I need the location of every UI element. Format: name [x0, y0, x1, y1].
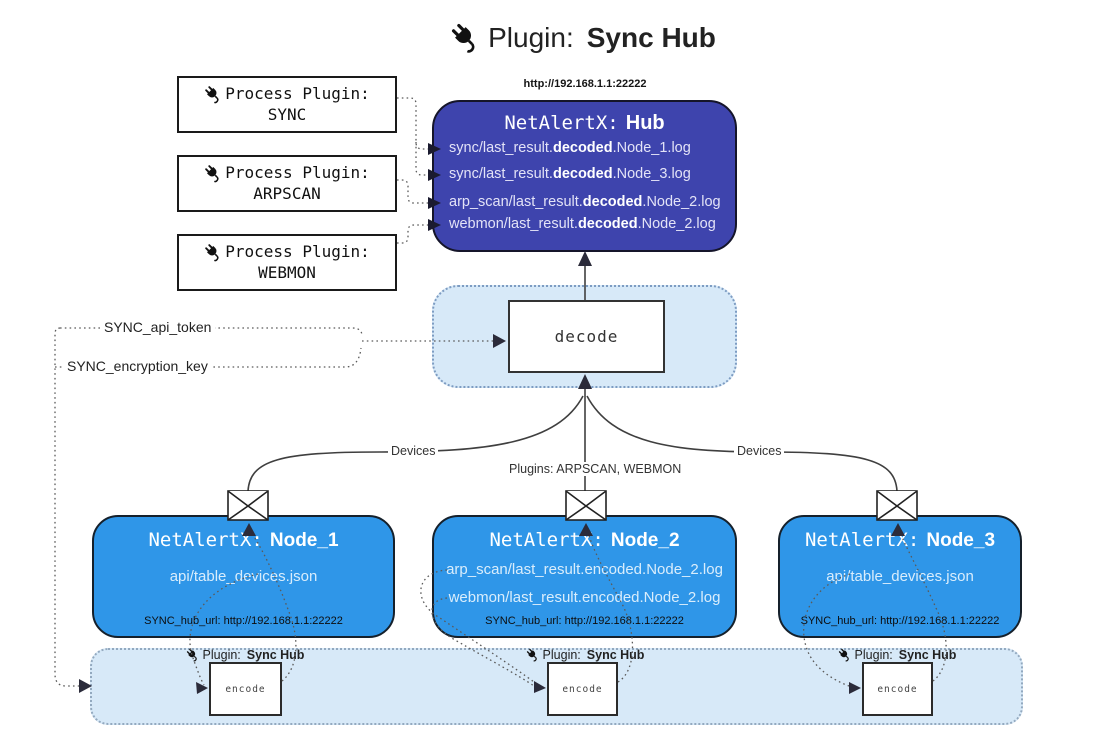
hub-title-prefix: NetAlertX:: [504, 112, 619, 134]
node-file: arp_scan/last_result.encoded.Node_2.log: [446, 561, 723, 578]
edge-arpscan-plugin-to-hub: [397, 179, 428, 204]
node-title: NetAlertX:Node_3: [804, 529, 996, 551]
node-file: api/table_devices.json: [169, 568, 318, 585]
edge-webmon-plugin-to-hub: [397, 224, 428, 244]
node-file: api/table_devices.json: [826, 568, 974, 585]
plug-icon: [204, 163, 224, 183]
band-plugin-label: Plugin:Sync Hub: [485, 648, 685, 662]
band-plugin-label: Plugin:Sync Hub: [797, 648, 997, 662]
hub-box: NetAlertX: Hub sync/last_result.decoded.N…: [432, 100, 737, 252]
hub-log-line: webmon/last_result.decoded.Node_2.log: [449, 216, 716, 232]
edge-secrets-to-band: [54, 327, 79, 687]
devices-label-right: Devices: [734, 444, 785, 458]
node-hub-url: SYNC_hub_url: http://192.168.1.1:22222: [800, 615, 1000, 627]
plug-icon: [450, 22, 482, 54]
process-plugin-box-sync: Process Plugin: SYNC: [177, 76, 397, 133]
process-plugin-name: ARPSCAN: [253, 183, 321, 203]
process-plugin-label: Process Plugin:: [225, 162, 370, 182]
node-box-node3: NetAlertX:Node_3 api/table_devices.json …: [778, 515, 1022, 638]
plug-icon: [525, 648, 540, 662]
arrowhead-into-hub: [578, 251, 592, 266]
node-title: NetAlertX:Node_2: [489, 529, 680, 551]
hub-log-line: sync/last_result.decoded.Node_3.log: [449, 166, 691, 182]
plug-icon: [204, 84, 224, 104]
hub-url: http://192.168.1.1:22222: [523, 78, 647, 90]
hub-log-line: sync/last_result.decoded.Node_1.log: [449, 140, 691, 156]
plugins-label-mid: Plugins: ARPSCAN, WEBMON: [506, 462, 685, 476]
process-plugin-label: Process Plugin:: [225, 241, 370, 261]
plug-icon: [837, 648, 852, 662]
plug-icon: [185, 648, 200, 662]
process-plugin-label: Process Plugin:: [225, 83, 370, 103]
process-plugin-name: SYNC: [267, 104, 307, 124]
node-title: NetAlertX:Node_1: [148, 529, 339, 551]
edge-sync-plugin-to-hub: [397, 97, 428, 176]
process-plugin-box-webmon: Process Plugin: WEBMON: [177, 234, 397, 291]
process-plugin-name: WEBMON: [258, 262, 316, 282]
encode-box: encode: [862, 662, 933, 716]
hub-log-line: arp_scan/last_result.decoded.Node_2.log: [449, 194, 721, 210]
sync-encryption-key-label: SYNC_encryption_key: [63, 358, 212, 374]
title-prefix: Plugin:: [488, 22, 574, 53]
hub-title-name: Hub: [625, 112, 665, 134]
devices-label-left: Devices: [388, 444, 439, 458]
process-plugin-box-arpscan: Process Plugin: ARPSCAN: [177, 155, 397, 212]
node-hub-url: SYNC_hub_url: http://192.168.1.1:22222: [144, 615, 343, 627]
encode-box: encode: [547, 662, 618, 716]
title-name: Sync Hub: [586, 22, 716, 53]
node-hub-url: SYNC_hub_url: http://192.168.1.1:22222: [485, 615, 684, 627]
sync-api-token-label: SYNC_api_token: [100, 319, 216, 335]
node-box-node1: NetAlertX:Node_1 api/table_devices.json …: [92, 515, 395, 638]
hub-title: NetAlertX: Hub: [434, 112, 735, 135]
encode-box: encode: [209, 662, 282, 716]
page-title: Plugin: Sync Hub: [383, 16, 783, 60]
node-box-node2: NetAlertX:Node_2 arp_scan/last_result.en…: [432, 515, 737, 638]
plug-icon: [204, 242, 224, 262]
node-file: webmon/last_result.encoded.Node_2.log: [448, 589, 721, 606]
band-plugin-label: Plugin:Sync Hub: [145, 648, 345, 662]
decode-box: decode: [508, 300, 665, 373]
